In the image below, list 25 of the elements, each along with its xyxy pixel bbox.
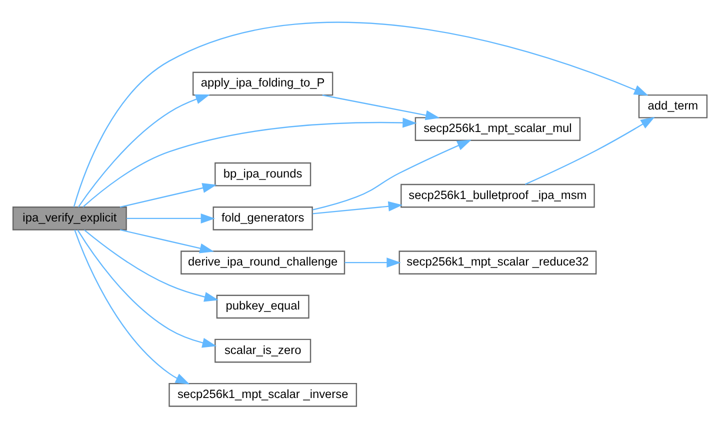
arrow: [84, 228, 219, 302]
arrow: [126, 212, 216, 223]
arrow: [312, 200, 403, 214]
arrow: [74, 229, 190, 384]
node-box: pubkey_equal: [216, 294, 310, 318]
node-box: derive_ipa_round_challenge: [180, 250, 346, 274]
node-box: scalar_is_zero: [214, 338, 312, 362]
arrow: [77, 229, 217, 348]
arrow: [78, 94, 210, 207]
arrow: [82, 117, 417, 207]
arrow: [312, 139, 472, 210]
arrow: [120, 182, 217, 208]
node-box: fold_generators: [212, 206, 313, 230]
arrow: [344, 257, 401, 268]
node-box: ipa_verify_explicit: [12, 206, 127, 230]
arrow: [322, 94, 440, 120]
node-box: bp_ipa_rounds: [214, 162, 312, 186]
node-box: secp256k1_mpt_scalar _reduce32: [398, 250, 597, 274]
node-box: add_term: [638, 94, 708, 118]
arrow: [524, 116, 655, 184]
node-box: apply_ipa_folding_to_P: [192, 71, 334, 96]
arrow: [120, 228, 214, 253]
node-box: secp256k1_mpt_scalar _inverse: [168, 382, 358, 406]
node-box: secp256k1_mpt_scalar_mul: [414, 116, 581, 140]
node-box: secp256k1_bulletproof _ipa_msm: [400, 183, 595, 208]
